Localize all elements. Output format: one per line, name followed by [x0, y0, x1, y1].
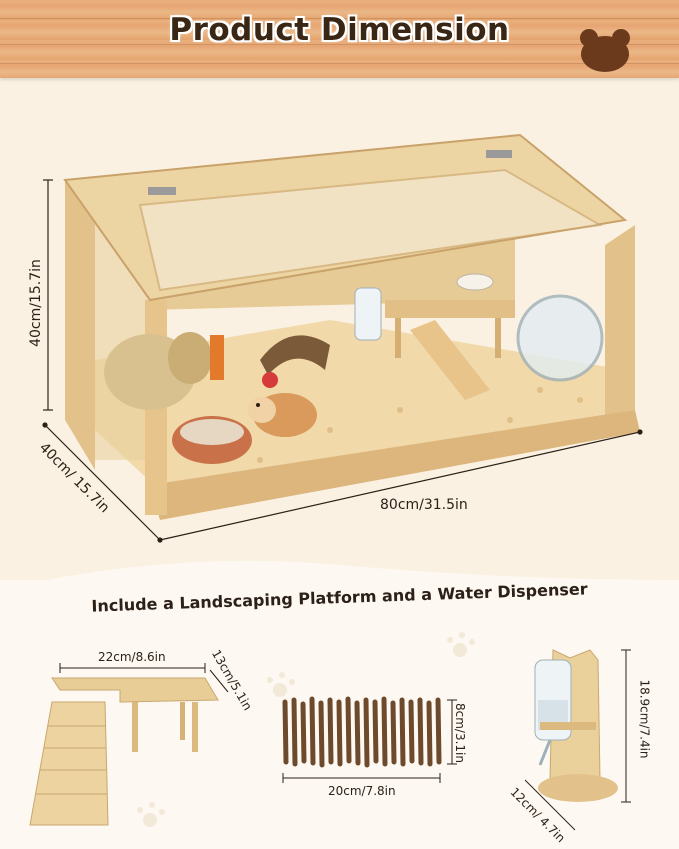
- platform-leg: [180, 702, 185, 740]
- dispenser-shelf: [540, 722, 596, 730]
- cage-base-front: [150, 410, 640, 520]
- food-bowl-top: [456, 273, 494, 291]
- platform-top: [51, 677, 219, 703]
- roof-window: [138, 168, 603, 292]
- depth-dimension-line: [44, 424, 161, 541]
- bridge-width-label: 20cm/7.8in: [328, 784, 396, 798]
- bridge-height-label: 8cm/3.1in: [453, 703, 467, 763]
- water-bottle: [354, 287, 382, 341]
- platform-leg: [192, 702, 198, 752]
- chew-toy: [210, 335, 224, 380]
- wood-ladder: [410, 320, 490, 400]
- bear-head-icon: [580, 29, 630, 72]
- platform-ladder: [29, 701, 109, 826]
- header-banner: [0, 0, 679, 78]
- platform-leg: [132, 702, 138, 752]
- hamster-wheel: [516, 294, 604, 382]
- accessories-illustration: [29, 632, 631, 831]
- width-dimension-line: [159, 431, 641, 541]
- wood-platform: [385, 300, 515, 318]
- paw-watermark-icon: [137, 632, 475, 827]
- stick-bridge: [282, 696, 442, 768]
- dispenser-base: [538, 774, 618, 802]
- hinge-icon: [486, 150, 512, 158]
- hinge-icon: [148, 187, 176, 195]
- platform-width-label: 22cm/8.6in: [98, 650, 166, 664]
- cage-left-wall: [65, 180, 95, 470]
- page-title: Product Dimension: [169, 12, 510, 48]
- cage-height-label: 40cm/15.7in: [27, 259, 44, 347]
- dispenser-height-label: 18.9cm/7.4in: [637, 679, 652, 759]
- wood-tunnel: [260, 335, 330, 375]
- cage-right-frame: [605, 225, 635, 415]
- cage-width-label: 80cm/31.5in: [380, 497, 468, 513]
- hamster-cage-illustration: [42, 133, 643, 543]
